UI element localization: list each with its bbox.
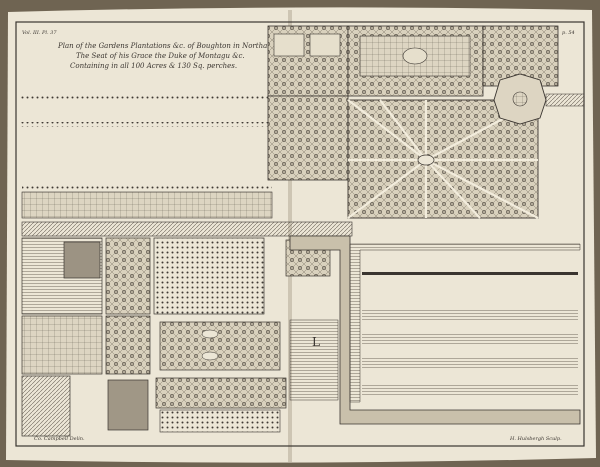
signature-engraver: H. Hulsbergh Sculp. — [509, 436, 562, 442]
plan-title-line-3: Containing in all 100 Acres & 130 Sq. pe… — [70, 62, 237, 70]
page-marker-right: p. 54 — [562, 30, 575, 36]
plan-title-line-1: Plan of the Gardens Plantations &c. of B… — [57, 42, 313, 50]
terrace-rows — [21, 184, 353, 237]
page-marker-left: Vol. III. Pl. 37 — [22, 30, 57, 36]
plan-title-line-2: The Seat of his Grace the Duke of Montag… — [76, 52, 245, 60]
pavilion-octagon — [493, 73, 585, 125]
canal-l-shaped — [289, 235, 581, 425]
plate-border — [15, 21, 585, 447]
lower-parterres — [155, 321, 287, 433]
signature-delineator: Co. Campbell Delin. — [34, 436, 85, 442]
water-bands — [362, 272, 578, 396]
lower-left-plantations — [21, 237, 331, 437]
avenue-top-left — [20, 94, 290, 127]
plan-letter-mark: L — [312, 335, 320, 349]
